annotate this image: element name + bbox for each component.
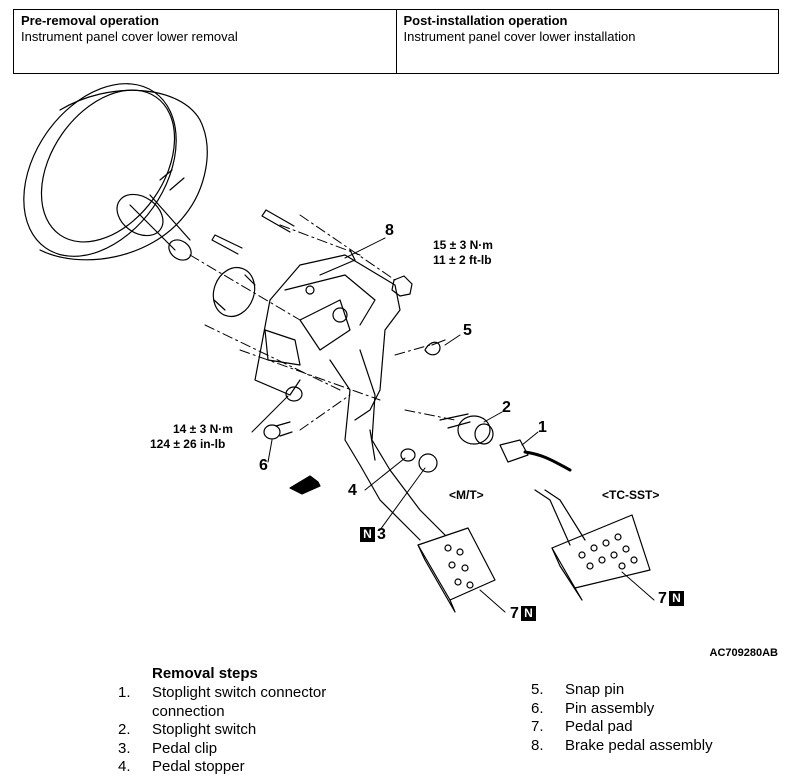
- post-installation-text: Instrument panel cover lower installatio…: [403, 29, 636, 44]
- mt-pedal-pad: [417, 527, 496, 613]
- list-item: 8. Brake pedal assembly: [531, 737, 765, 756]
- removal-steps-left: 1. Stoplight switch connector connection…: [118, 684, 352, 777]
- pedal-stopper-shape: [400, 448, 416, 462]
- step-number: 8.: [531, 736, 544, 754]
- callout-7: 7: [510, 605, 519, 622]
- operations-table: Pre-removal operation Instrument panel c…: [13, 9, 779, 74]
- diagram-drawing: [23, 83, 655, 613]
- list-item: 2. Stoplight switch: [118, 721, 352, 740]
- list-item: 6. Pin assembly: [531, 700, 765, 719]
- removal-steps-title: Removal steps: [152, 665, 258, 682]
- mounting-bolts: [211, 209, 295, 255]
- nut-shape: [391, 275, 413, 297]
- torque-imperial: 11 ± 2 ft-lb: [433, 253, 492, 267]
- pre-removal-cell: Pre-removal operation Instrument panel c…: [14, 10, 396, 73]
- torque-imperial: 124 ± 26 in-lb: [150, 437, 226, 451]
- step-number: 5.: [531, 681, 544, 698]
- gasket: [212, 266, 256, 318]
- list-item: 4. Pedal stopper: [118, 758, 352, 777]
- list-item: 1. Stoplight switch connector connection: [118, 684, 352, 721]
- callout-7: 7: [658, 590, 667, 607]
- step-text: Pedal clip: [152, 739, 218, 757]
- callout-1: 1: [538, 419, 547, 436]
- assembly-lines: [189, 214, 456, 431]
- torque-metric: 15 ± 3 N·m: [433, 238, 493, 252]
- step-number: 3.: [118, 739, 131, 757]
- list-item: 7. Pedal pad: [531, 718, 765, 737]
- pedal-clip-shape: [418, 453, 438, 473]
- step-text: Stoplight switch connector connection: [152, 684, 327, 720]
- callout-2: 2: [502, 399, 511, 416]
- step-text: Pedal stopper: [152, 758, 245, 775]
- step-number: 4.: [118, 758, 131, 775]
- tcsst-pedal-pad: [534, 489, 651, 601]
- variant-mt-label: <M/T>: [449, 488, 484, 502]
- step-text: Pedal pad: [565, 718, 633, 735]
- step-number: 6.: [531, 699, 544, 717]
- step-text: Stoplight switch: [152, 721, 257, 738]
- n-mark-icon: N: [668, 591, 684, 607]
- step-text: Brake pedal assembly: [565, 736, 713, 754]
- torque-spec-pin: 14 ± 3 N·m 124 ± 26 in-lb: [150, 422, 233, 452]
- post-installation-heading: Post-installation operation: [403, 13, 568, 28]
- callout-5: 5: [463, 322, 472, 339]
- leader-lines: [251, 237, 655, 613]
- list-item: 3. Pedal clip: [118, 740, 352, 759]
- stoplight-switch-shape: [439, 413, 494, 445]
- step-number: 1.: [118, 684, 131, 701]
- callout-4: 4: [348, 482, 357, 499]
- exploded-diagram: [0, 80, 790, 660]
- step-text: Pin assembly: [565, 699, 655, 717]
- step-text: Snap pin: [565, 681, 625, 698]
- variant-tcsst-label: <TC-SST>: [602, 488, 660, 502]
- callout-6: 6: [259, 457, 268, 474]
- figure-code: AC709280AB: [709, 647, 778, 659]
- brake-booster: [23, 83, 208, 261]
- n-mark-icon: N: [360, 527, 375, 543]
- torque-spec-nut: 15 ± 3 N·m 11 ± 2 ft-lb: [433, 238, 493, 268]
- step-number: 2.: [118, 721, 131, 738]
- pin-assembly-shape: [263, 386, 303, 440]
- callout-3: 3: [377, 526, 386, 543]
- pre-removal-heading: Pre-removal operation: [21, 13, 159, 28]
- pedal-arm: [329, 349, 446, 541]
- brake-pedal-bracket: [254, 249, 401, 421]
- post-installation-cell: Post-installation operation Instrument p…: [395, 10, 779, 73]
- removal-steps-right: 5. Snap pin 6. Pin assembly 7. Pedal pad…: [531, 681, 765, 755]
- step-number: 7.: [531, 718, 544, 735]
- snap-pin-shape: [424, 339, 446, 356]
- list-item: 5. Snap pin: [531, 681, 765, 700]
- n-mark-icon: N: [520, 606, 536, 622]
- callout-8: 8: [385, 222, 394, 239]
- grease-icon: [289, 475, 321, 495]
- pre-removal-text: Instrument panel cover lower removal: [21, 29, 238, 44]
- connector-shape: [499, 439, 572, 472]
- torque-metric: 14 ± 3 N·m: [173, 422, 233, 436]
